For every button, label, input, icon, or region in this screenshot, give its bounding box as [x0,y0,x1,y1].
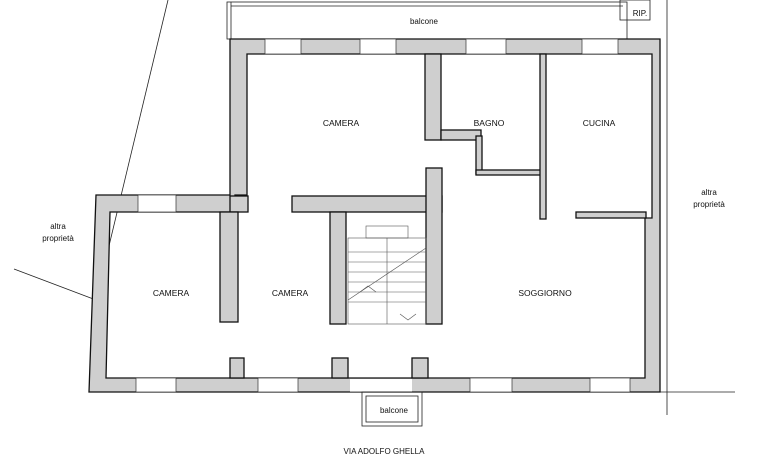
wall-cucina-left [539,53,547,220]
window [469,377,513,393]
room-label-camera-left: CAMERA [153,288,190,298]
wall-camera-left [219,211,239,323]
staircase [347,225,427,325]
room-label-bagno: BAGNO [474,118,505,128]
window [135,377,177,393]
room-label-cucina: CUCINA [583,118,616,128]
wall-bagno-left [424,53,442,141]
balcony-label-top: balcone [410,17,439,26]
window [359,38,397,55]
room-label-camera-mid: CAMERA [272,288,309,298]
street-label: VIA ADOLFO GHELLA [344,447,426,455]
window [137,194,177,213]
wall-stair-right [425,167,443,325]
window [589,377,631,393]
rip-box [619,0,651,21]
window [581,38,619,55]
window [264,38,302,55]
neighbour-label-left-2: proprietà [42,234,74,243]
rip-label: RIP. [633,9,648,18]
balcony-label-bottom: balcone [380,406,409,415]
neighbour-label-left-1: altra [50,222,66,231]
wall-mid-horizontal [291,195,443,213]
wall-camera-mid [329,211,347,325]
exterior-walls [88,38,661,393]
left-boundary-line-2 [13,268,97,301]
window [257,377,299,393]
room-label-soggiorno: SOGGIORNO [518,288,572,298]
neighbour-label-right-1: altra [701,188,717,197]
neighbour-label-right-2: proprietà [693,200,725,209]
room-label-camera-top: CAMERA [323,118,360,128]
bottom-balcony [361,391,423,427]
window [465,38,507,55]
